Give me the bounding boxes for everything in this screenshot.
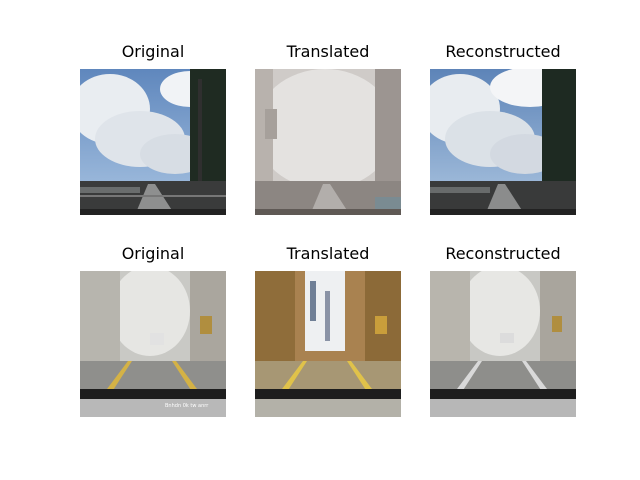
panel-title: Original [121, 42, 185, 61]
road-fog-image [255, 69, 401, 215]
road-reconstructed-image [430, 69, 576, 215]
road-clear-image [80, 69, 226, 215]
tree-road-translated-image [255, 271, 401, 417]
panel-title: Translated [286, 244, 370, 263]
dashcam-overlay-text: Bnhdn 0k tw anrr [165, 403, 209, 409]
panel-title: Translated [286, 42, 370, 61]
panel-title: Original [121, 244, 185, 263]
tree-road-fog-image: Bnhdn 0k tw anrr [80, 271, 226, 417]
tree-road-reconstructed-image [430, 271, 576, 417]
panel-title: Reconstructed [445, 42, 561, 61]
panel-title: Reconstructed [445, 244, 561, 263]
